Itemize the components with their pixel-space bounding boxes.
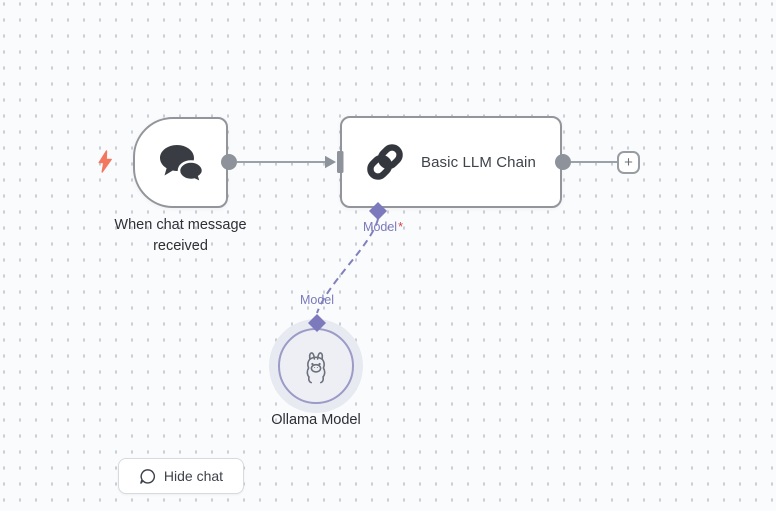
hide-chat-label: Hide chat bbox=[163, 468, 224, 484]
llama-icon bbox=[300, 347, 332, 385]
link-icon bbox=[364, 141, 406, 183]
add-node-button[interactable]: + bbox=[617, 151, 640, 174]
ollama-node-label: Ollama Model bbox=[271, 412, 361, 428]
model-input-label: Model* bbox=[363, 220, 403, 234]
node-ollama-model[interactable] bbox=[278, 328, 354, 404]
ollama-node-halo bbox=[269, 319, 363, 413]
trigger-node-label: When chat message received bbox=[114, 217, 247, 254]
hide-chat-button[interactable]: Hide chat bbox=[118, 458, 244, 494]
connection-arrowhead-icon bbox=[325, 155, 336, 169]
plus-icon: + bbox=[624, 154, 633, 171]
node-when-chat-message-received[interactable] bbox=[133, 117, 228, 208]
required-marker: * bbox=[398, 220, 403, 234]
model-output-label: Model bbox=[299, 293, 335, 307]
trigger-bolt-icon bbox=[96, 150, 114, 178]
chat-bubble-outline-icon bbox=[139, 468, 156, 485]
llm-node-title: Basic LLM Chain bbox=[421, 153, 536, 171]
node-basic-llm-chain[interactable]: Basic LLM Chain bbox=[340, 116, 562, 208]
chat-bubbles-icon bbox=[158, 142, 204, 184]
